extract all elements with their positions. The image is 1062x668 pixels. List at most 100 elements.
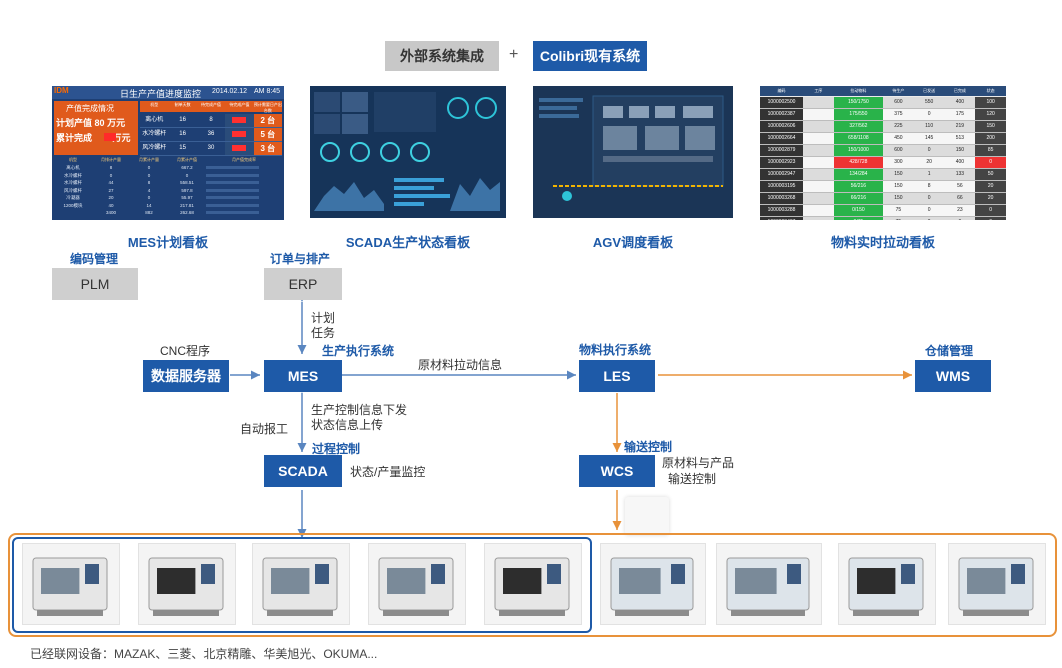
erp-header-cell: 状态 [986,88,995,93]
erp-pull-bar: 327/562 [833,121,883,132]
edm-machine-icon [368,543,466,625]
erp-cell: 85 [975,145,1006,156]
dashboard-caption-mes: MES计划看板 [127,235,209,250]
mes-bottom-cell: 55.97 [181,195,193,200]
erp-cell: 120 [975,109,1006,120]
edm-machine-icon-graphic [378,557,454,616]
erp-code: 1000002879 [760,145,804,156]
erp-cell: 300 [894,159,903,165]
mes-bottom-cell: 667.2 [181,165,193,170]
mes-bottom-cell: 4 [147,187,151,193]
erp-cell: 0 [927,207,931,213]
mes-bottom-cell: 3400 [105,210,116,215]
lathe-workshop-icon-graphic [958,557,1034,616]
mes-bottom-cell: 882 [145,210,153,215]
erp-cell: 100 [975,97,1006,108]
note-wcs-1: 原材料与产品 [662,456,735,470]
erp-cell: 150 [975,121,1006,132]
red-value-marker [232,117,247,123]
les-box[interactable]: LES [579,360,655,392]
progress-bar [206,181,260,185]
label-cnc-program: CNC程序 [160,344,210,358]
mes-bottom-header-cell: 月累计产量 [139,157,159,162]
wcs-box[interactable]: WCS [579,455,655,487]
dashboard-date: 2014.02.12 [212,88,248,95]
mes-bottom-cell: 217.81 [180,202,194,208]
erp-cell: 550 [924,99,934,105]
erp-pull-bar: 150/1000 [833,145,883,156]
erp-header-cell: 编码 [777,88,786,93]
erp-cell: 225 [894,123,903,129]
label-transport-control: 输送控制 [624,440,673,454]
turning-center-icon-graphic [148,557,224,616]
erp-box[interactable]: ERP [264,268,342,300]
label-process-control: 过程控制 [312,442,361,456]
mes-bottom-cell: 20 [108,195,114,200]
erp-cell: 450 [894,135,903,141]
erp-header-cell: 工序 [814,88,823,93]
erp-cell: 133 [955,171,965,177]
progress-bar [206,203,260,207]
plm-box[interactable]: PLM [52,268,138,300]
mes-box[interactable]: MES [264,360,342,392]
label-order-schedule: 订单与排产 [270,252,331,266]
erp-cell: 375 [894,111,903,117]
mes-bottom-cell: 8 [109,165,113,170]
mes-table-cell: 15 [179,145,186,151]
wms-box[interactable]: WMS [915,360,991,392]
mes-bottom-header-cell: 月累计产值 [177,157,197,162]
mes-table-cell: 2 台 [253,114,283,127]
mes-plan-dashboard: IDM 日生产产值进度监控 2014.02.12 AM 8:45 产值完成情况 … [52,86,284,220]
mes-table-cell [225,128,254,141]
data-server-box[interactable]: 数据服务器 [143,360,229,392]
erp-cell: 0 [975,217,1006,220]
mes-bottom-cell: 0 [147,165,151,170]
wire-edm-icon-graphic [494,557,570,616]
erp-pull-bar: 0/150 [833,205,883,216]
mes-bottom-progress [206,164,282,172]
mes-bottom-cell: 8 [147,180,151,185]
erp-cell: 400 [955,159,965,165]
erp-cell: 50 [975,169,1006,180]
scada-box[interactable]: SCADA [264,455,342,487]
erp-cell: 20 [926,159,932,165]
erp-code: 1000003288 [760,205,804,216]
mes-table-cell: 水冷螺杆 [142,131,167,137]
milling-machine-icon-graphic [726,557,810,616]
erp-code: 1000003467 [760,217,804,220]
mes-table-cell: 5 台 [253,128,283,141]
mes-bottom-cell: 40 [108,202,114,208]
mes-table-header-cell: 待完成产值 [229,102,250,107]
note-status-upload: 状态信息上传 [311,418,384,432]
erp-cell: 219 [955,123,965,129]
erp-cell: 150 [894,171,903,177]
turning-center-icon [138,543,236,625]
mes-table-cell: 16 [179,131,186,137]
erp-cell: 8 [927,183,931,189]
erp-code: 1000002947 [760,169,804,180]
mes-bottom-cell: 1200模块 [63,202,83,208]
erp-cell: 0 [914,217,945,220]
mes-bottom-progress [206,172,282,180]
erp-cell: 200 [975,133,1006,144]
erp-header-cell: 待生产 [892,88,905,93]
mes-bottom-header-cell: 月产值完成率 [232,157,256,162]
cnc-lathe-icon [22,543,120,625]
mes-bottom-cell: 0 [147,172,151,178]
mes-table-cell: 30 [207,145,215,151]
erp-pull-bar: 175/550 [833,109,883,120]
mes-bottom-progress [206,187,282,195]
wire-edm-icon [484,543,582,625]
label-material-system: 物料执行系统 [579,343,652,357]
